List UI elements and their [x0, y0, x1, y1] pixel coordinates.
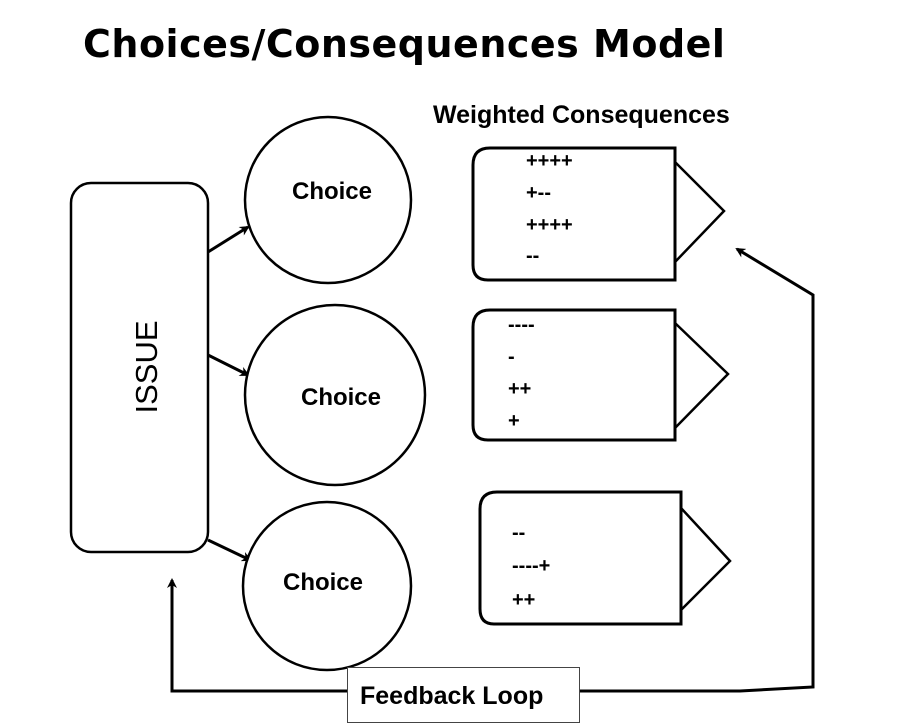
consequence-2-line-2: -	[508, 346, 515, 368]
consequence-2-line-1: ----	[508, 314, 535, 336]
weighted-consequences-heading: Weighted Consequences	[433, 101, 730, 129]
consequence-1-line-4: --	[526, 245, 539, 267]
consequence-3-line-2: ----+	[512, 555, 550, 577]
choice-1: Choice	[243, 115, 413, 285]
feedback-loop-label: Feedback Loop	[360, 682, 544, 710]
feedback-loop-left-arrow	[167, 578, 347, 693]
feedback-loop-box	[347, 667, 580, 723]
consequence-1-line-2: +--	[526, 182, 551, 204]
consequence-card-3: -- ----+ ++	[478, 490, 732, 626]
choice-1-label: Choice	[292, 178, 372, 205]
consequence-card-2: ---- - ++ +	[471, 308, 730, 442]
consequence-3-line-1: --	[512, 522, 525, 544]
issue-to-choice-2-arrow	[207, 353, 250, 377]
consequence-2-line-3: ++	[508, 378, 531, 400]
consequence-1-line-1: ++++	[526, 150, 573, 172]
issue-to-choice-3-arrow	[207, 538, 252, 562]
consequence-card-1: ++++ +-- ++++ --	[471, 146, 726, 282]
choice-2-label: Choice	[301, 384, 381, 411]
consequence-1-line-3: ++++	[526, 214, 573, 236]
feedback-loop-right-arrow	[580, 247, 815, 693]
diagram-title: Choices/Consequences Model	[83, 22, 726, 66]
choice-3-label: Choice	[283, 569, 363, 596]
issue-to-choice-1-arrow	[207, 225, 250, 254]
consequence-2-line-4: +	[508, 410, 520, 432]
issue-label: ISSUE	[129, 320, 164, 413]
choice-3: Choice	[241, 500, 413, 672]
choice-2: Choice	[243, 303, 427, 487]
issue-box: ISSUE	[69, 181, 210, 554]
consequence-3-line-3: ++	[512, 589, 535, 611]
